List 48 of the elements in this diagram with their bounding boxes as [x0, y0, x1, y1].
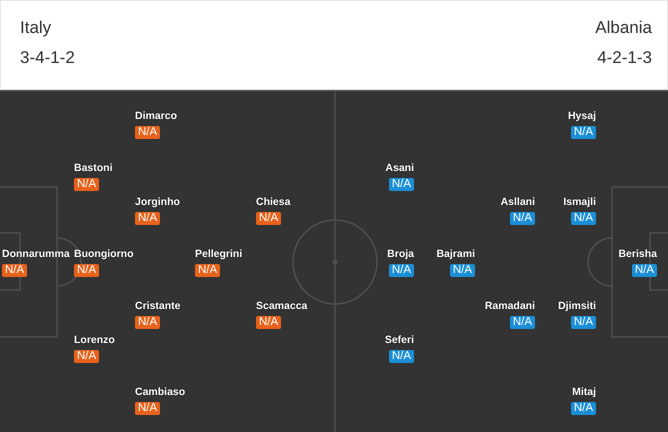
player-name: Buongiorno [74, 248, 134, 261]
rating-badge: N/A [632, 264, 657, 277]
player-name: Donnarumma [2, 248, 70, 261]
player-name: Scamacca [256, 300, 308, 313]
rating-badge: N/A [135, 126, 160, 139]
player-name: Cristante [135, 300, 181, 313]
rating-badge: N/A [135, 402, 160, 415]
team-name: Italy [20, 18, 52, 38]
rating-badge: N/A [135, 212, 160, 225]
rating-badge: N/A [256, 212, 282, 225]
player-name: Asllani [500, 196, 535, 209]
player-name: Mitaj [572, 386, 596, 399]
player-name: Ramadani [484, 300, 535, 313]
player-name: Berisha [618, 248, 657, 261]
rating-badge: N/A [570, 126, 596, 139]
player-name: Seferi [384, 334, 414, 347]
rating-badge: N/A [570, 402, 596, 415]
rating-badge: N/A [388, 264, 414, 277]
rating-badge: N/A [450, 264, 475, 277]
rating-badge: N/A [74, 178, 100, 191]
formation: 4-2-1-3 [597, 48, 652, 68]
rating-badge: N/A [256, 316, 282, 329]
rating-badge: N/A [2, 264, 28, 277]
player-name: Djimsiti [558, 300, 596, 313]
rating-badge: N/A [74, 264, 100, 277]
rating-badge: N/A [570, 316, 596, 329]
formation: 3-4-1-2 [20, 48, 75, 68]
player-name: Jorginho [135, 196, 180, 209]
player-name: Asani [385, 162, 414, 175]
player-name: Dimarco [135, 110, 178, 123]
rating-badge: N/A [74, 350, 100, 363]
rating-badge: N/A [510, 316, 535, 329]
rating-badge: N/A [570, 212, 596, 225]
rating-badge: N/A [135, 316, 160, 329]
player-name: Broja [387, 248, 414, 261]
player-name: Bajrami [436, 248, 475, 261]
player-name: Ismajli [563, 196, 596, 209]
rating-badge: N/A [388, 178, 414, 191]
player-name: Lorenzo [74, 334, 115, 347]
rating-badge: N/A [388, 350, 414, 363]
rating-badge: N/A [195, 264, 220, 277]
player-name: Chiesa [256, 196, 290, 209]
rating-badge: N/A [510, 212, 535, 225]
player-name: Cambiaso [135, 386, 186, 399]
player-name: Hysaj [568, 110, 596, 123]
player-name: Bastoni [74, 162, 113, 175]
player-name: Pellegrini [195, 248, 242, 261]
team-name: Albania [595, 18, 652, 38]
